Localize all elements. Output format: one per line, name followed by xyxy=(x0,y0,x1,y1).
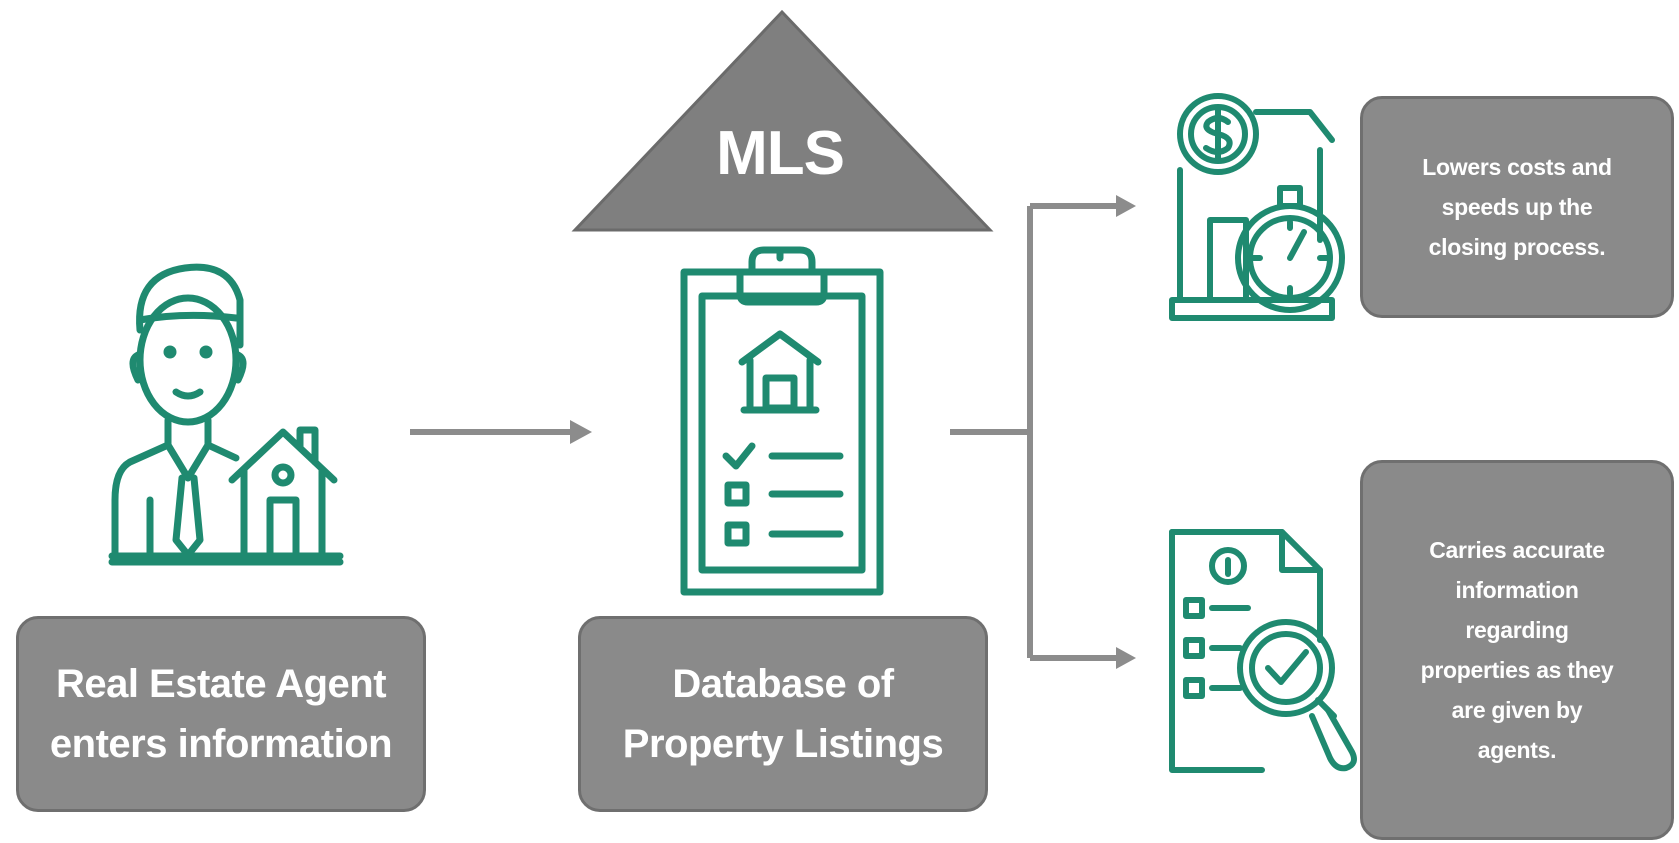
benefit-info-line-5: are given by xyxy=(1451,697,1583,723)
branch-connector xyxy=(950,203,1122,661)
agent-with-house-icon xyxy=(108,263,344,566)
benefit-info-line-1: Carries accurate xyxy=(1429,537,1605,563)
house-coin-stopwatch-icon xyxy=(1169,93,1345,321)
benefit-costs-line-3: closing process. xyxy=(1428,234,1606,260)
clipboard-checklist-house-icon xyxy=(680,246,884,596)
database-box: Database of Property Listings xyxy=(578,616,988,812)
benefit-info-line-3: regarding xyxy=(1465,617,1569,643)
agent-box: Real Estate Agent enters information xyxy=(16,616,426,812)
benefit-info-line-4: properties as they xyxy=(1420,657,1614,683)
mls-roof-triangle xyxy=(571,9,994,232)
database-line-1: Database of xyxy=(672,662,894,706)
benefit-info-line-6: agents. xyxy=(1477,737,1557,763)
mls-title: MLS xyxy=(716,119,845,188)
database-line-2: Property Listings xyxy=(622,722,944,766)
benefit-costs-line-1: Lowers costs and xyxy=(1422,154,1612,180)
agent-line-1: Real Estate Agent xyxy=(55,662,387,706)
document-magnifier-check-icon xyxy=(1169,529,1357,773)
benefit-info-box: Carries accurate information regarding p… xyxy=(1360,460,1674,840)
agent-line-2: enters information xyxy=(49,722,393,766)
benefit-costs-box: Lowers costs and speeds up the closing p… xyxy=(1360,96,1674,318)
arrow-agent-to-database xyxy=(410,420,592,444)
arrow-to-info xyxy=(1116,647,1136,669)
benefit-costs-line-2: speeds up the xyxy=(1441,194,1593,220)
arrow-to-costs xyxy=(1116,195,1136,217)
benefit-info-line-2: information xyxy=(1455,577,1579,603)
